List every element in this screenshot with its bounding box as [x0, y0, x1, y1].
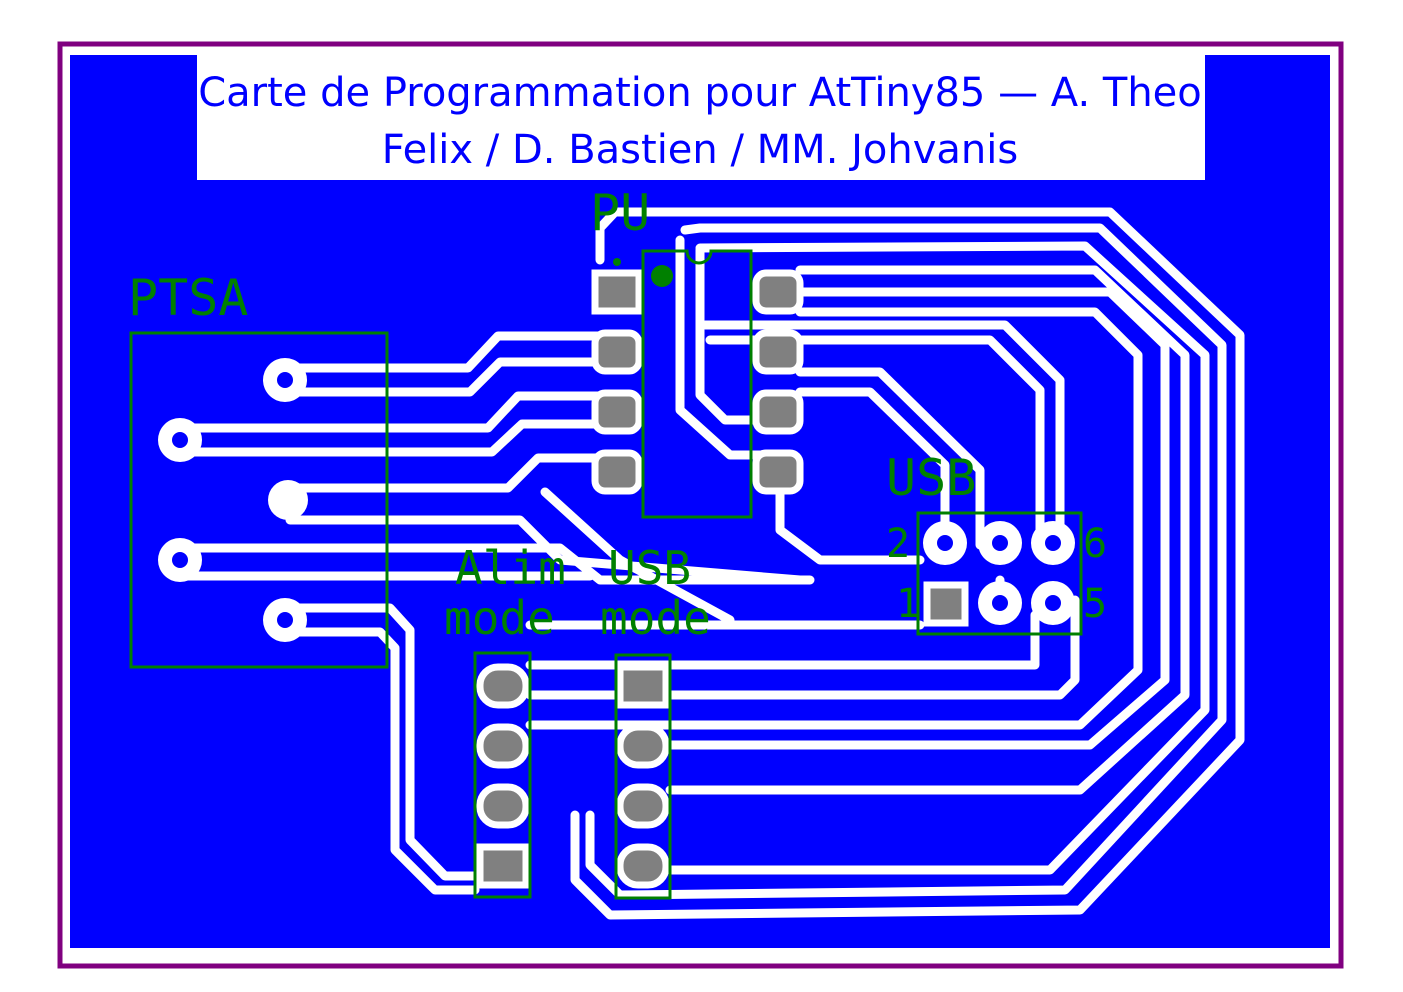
- usb-pin-1: 1: [896, 581, 920, 627]
- usb-outline: [916, 511, 1083, 636]
- silkscreen: PU PTSA USB 2 6 1 5 Alim mode USB mode: [128, 184, 1107, 900]
- usb-pin-5: 5: [1083, 581, 1107, 627]
- usb-pin-6: 6: [1083, 521, 1107, 567]
- title-line-2: Felix / D. Bastien / MM. Johvanis: [382, 127, 1018, 173]
- title-area: [197, 55, 1205, 180]
- ptsa-label: PTSA: [128, 269, 248, 327]
- usb-jumper-outline: [614, 653, 672, 900]
- usb-pads: [923, 521, 1075, 627]
- usb-label: USB: [886, 449, 976, 507]
- ic-label: PU: [590, 184, 650, 242]
- ptsa-holes: [158, 358, 308, 642]
- usb-pin-2: 2: [886, 521, 910, 567]
- isolation-traces: [175, 207, 1245, 920]
- jumper-pads: [476, 663, 670, 889]
- usb-mode-label-2: mode: [600, 591, 711, 645]
- title-line-1: Carte de Programmation pour AtTiny85 — A…: [198, 70, 1202, 116]
- pin1-marker: [651, 265, 673, 287]
- alim-label-1: Alim: [455, 541, 566, 595]
- ic-outline: [641, 249, 753, 519]
- alim-label-2: mode: [444, 591, 555, 645]
- ic-pads: [591, 269, 804, 495]
- usb-mode-label-1: USB: [608, 541, 691, 595]
- ptsa-outline: [129, 331, 389, 669]
- alim-jumper-outline: [473, 651, 532, 899]
